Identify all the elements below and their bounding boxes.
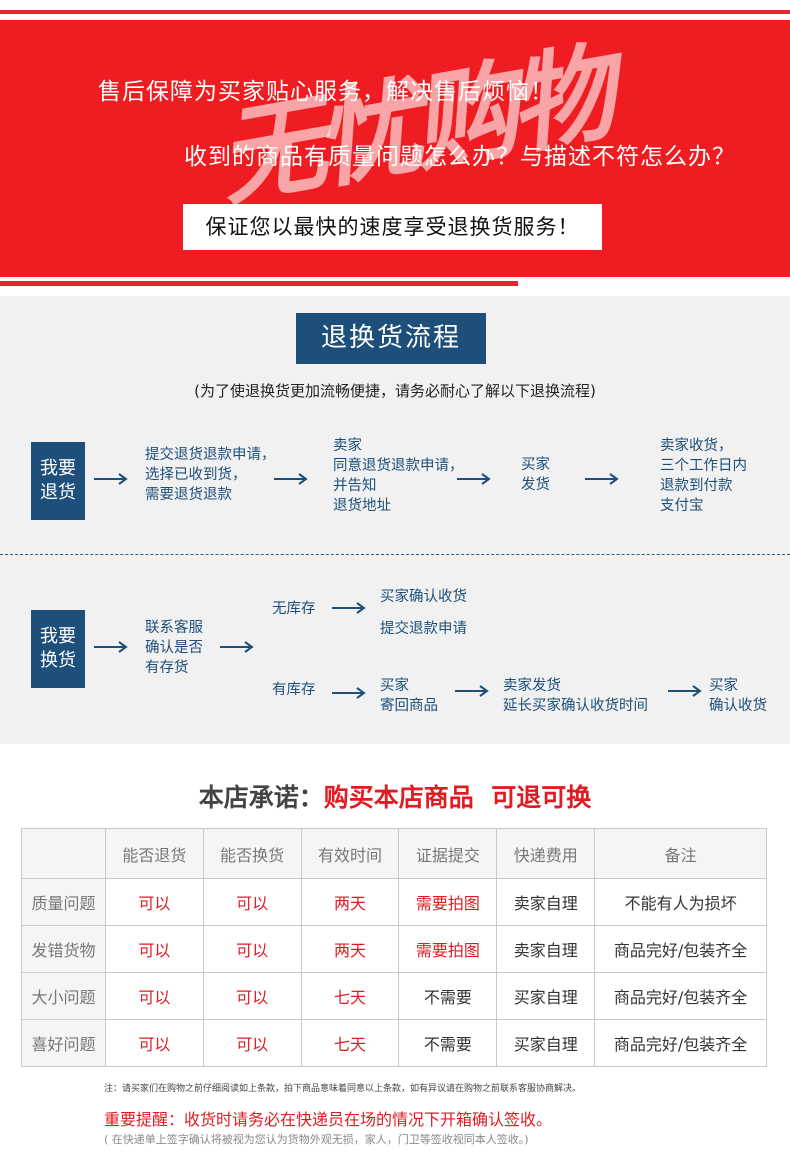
table-cell: 商品完好/包装齐全	[594, 925, 767, 973]
return-step-4: 卖家收货， 三个工作日内 退款到付款 支付宝	[660, 438, 747, 514]
banner-underline	[0, 281, 518, 286]
in-stock-step-1: 买家 寄回商品	[380, 678, 438, 714]
exchange-label: 我要换货	[40, 626, 76, 671]
promise-text-1: 购买本店商品	[323, 783, 474, 812]
exchange-step-1: 联系客服 确认是否 有存货	[145, 620, 203, 676]
banner-watermark: 无忧购物	[208, 29, 617, 221]
promise-prefix: 本店承诺：	[198, 783, 324, 812]
arrow-right-icon	[274, 473, 308, 485]
no-stock-refund: 提交退款申请	[380, 621, 467, 637]
table-cell: 需要拍图	[398, 878, 498, 926]
table-cell: 不需要	[398, 1019, 498, 1067]
table-cell: 卖家自理	[496, 925, 596, 973]
table-header-row: 能否退货 能否换货 有效时间 证据提交 快递费用 备注	[21, 828, 767, 879]
table-row: 喜好问题 可以 可以 七天 不需要 买家自理 商品完好/包装齐全	[21, 1019, 767, 1067]
table-header-cell	[21, 828, 106, 879]
table-cell: 可以	[104, 925, 204, 973]
section-divider	[0, 554, 790, 555]
table-cell: 商品完好/包装齐全	[594, 1019, 767, 1067]
row-label: 喜好问题	[21, 1019, 106, 1067]
banner-line-1: 售后保障为买家贴心服务，解决售后烦恼！	[98, 79, 554, 105]
table-header-cell: 能否退货	[104, 828, 204, 879]
return-step-2: 卖家 同意退货退款申请， 并告知 退货地址	[333, 438, 464, 514]
process-subtitle: (为了使退换货更加流畅便捷，请务必耐心了解以下退换流程)	[194, 382, 596, 400]
row-label: 大小问题	[21, 972, 106, 1020]
table-header-cell: 备注	[594, 828, 767, 879]
no-stock-confirm: 买家确认收货	[380, 589, 467, 605]
row-label: 发错货物	[21, 925, 106, 973]
table-header-cell: 能否换货	[202, 828, 302, 879]
table-cell: 卖家自理	[496, 878, 596, 926]
banner-guarantee-box: 保证您以最快的速度享受退换货服务！	[183, 204, 602, 250]
table-cell: 买家自理	[496, 1019, 596, 1067]
arrow-right-icon	[332, 602, 366, 614]
table-header-cell: 快递费用	[496, 828, 596, 879]
table-row: 发错货物 可以 可以 两天 需要拍图 卖家自理 商品完好/包装齐全	[21, 925, 767, 973]
table-cell: 需要拍图	[398, 925, 498, 973]
table-cell: 七天	[300, 972, 400, 1020]
arrow-right-icon	[220, 641, 254, 653]
arrow-right-icon	[457, 473, 491, 485]
return-exchange-process: 退换货流程 (为了使退换货更加流畅便捷，请务必耐心了解以下退换流程) 我要退货 …	[0, 296, 790, 744]
table-cell: 不能有人为损坏	[594, 878, 767, 926]
return-step-1: 提交退货退款申请， 选择已收到货， 需要退货退款	[145, 447, 276, 503]
arrow-right-icon	[455, 685, 489, 697]
store-promise: 本店承诺：购买本店商品 可退可换	[0, 778, 790, 814]
table-header-cell: 证据提交	[398, 828, 498, 879]
return-label: 我要退货	[40, 458, 76, 503]
table-cell: 买家自理	[496, 972, 596, 1020]
table-cell: 可以	[202, 972, 302, 1020]
table-cell: 可以	[104, 1019, 204, 1067]
row-label: 质量问题	[21, 878, 106, 926]
table-cell: 可以	[104, 972, 204, 1020]
promise-text-2: 可退可换	[491, 783, 592, 812]
no-stock-label: 无库存	[272, 601, 316, 617]
table-row: 质量问题 可以 可以 两天 需要拍图 卖家自理 不能有人为损坏	[21, 878, 767, 926]
arrow-right-icon	[332, 687, 366, 699]
table-cell: 不需要	[398, 972, 498, 1020]
table-cell: 可以	[202, 878, 302, 926]
table-header-cell: 有效时间	[300, 828, 400, 879]
table-cell: 七天	[300, 1019, 400, 1067]
top-red-line	[0, 10, 790, 14]
arrow-right-icon	[94, 641, 128, 653]
table-cell: 两天	[300, 878, 400, 926]
arrow-right-icon	[585, 473, 619, 485]
in-stock-label: 有库存	[272, 682, 316, 698]
process-title: 退换货流程	[296, 313, 486, 364]
arrow-right-icon	[94, 473, 128, 485]
in-stock-step-3: 买家 确认收货	[709, 678, 767, 714]
table-cell: 可以	[202, 925, 302, 973]
table-cell: 商品完好/包装齐全	[594, 972, 767, 1020]
table-cell: 可以	[202, 1019, 302, 1067]
table-cell: 两天	[300, 925, 400, 973]
table-row: 大小问题 可以 可以 七天 不需要 买家自理 商品完好/包装齐全	[21, 972, 767, 1020]
after-sales-banner: 无忧购物 售后保障为买家贴心服务，解决售后烦恼！ 收到的商品有质量问题怎么办？与…	[0, 20, 790, 277]
signature-note: ( 在快递单上签字确认将被视为您认为货物外观无损，家人，门卫等签收视同本人签收。…	[104, 1133, 529, 1146]
terms-note: 注：请买家们在购物之前仔细阅读如上条款，拍下商品意味着同意以上条款，如有异议请在…	[104, 1084, 582, 1094]
banner-line-2: 收到的商品有质量问题怎么办？与描述不符怎么办？	[184, 144, 736, 170]
exchange-label-box: 我要换货	[31, 610, 85, 688]
important-reminder: 重要提醒：收货时请务必在快递员在场的情况下开箱确认签收。	[104, 1110, 553, 1129]
arrow-right-icon	[668, 685, 702, 697]
return-policy-table: 能否退货 能否换货 有效时间 证据提交 快递费用 备注 质量问题 可以 可以 两…	[21, 828, 767, 1067]
return-label-box: 我要退货	[31, 442, 85, 520]
table-cell: 可以	[104, 878, 204, 926]
in-stock-step-2: 卖家发货 延长买家确认收货时间	[503, 678, 648, 714]
return-step-3: 买家 发货	[521, 457, 550, 493]
